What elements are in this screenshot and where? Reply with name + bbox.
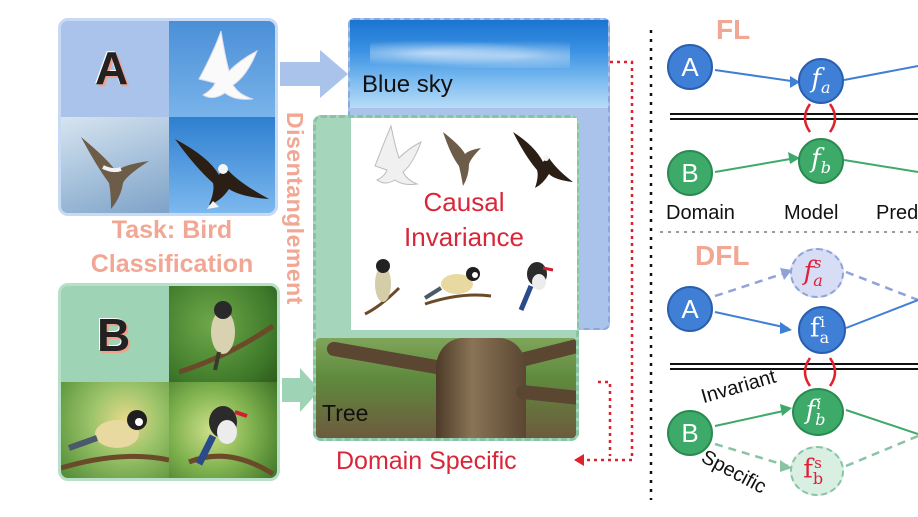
segmented-birds xyxy=(364,124,573,316)
eagle-icon xyxy=(175,139,269,209)
disentanglement-label: Disentanglement xyxy=(282,112,308,305)
domain-a-letter: A xyxy=(95,42,130,94)
dfl-specific-fb-node: fbs xyxy=(790,446,844,496)
causal-label: Causal xyxy=(423,187,505,217)
seg-bulbul-icon xyxy=(364,259,401,316)
bulbul-icon xyxy=(178,301,275,375)
seg-tit-icon xyxy=(423,267,492,306)
fl-label: FL xyxy=(716,14,751,45)
domain-b-panel: B xyxy=(58,283,280,481)
col-model-label: Model xyxy=(784,202,839,224)
bulbul-image xyxy=(169,286,277,382)
arrow-a-to-sky xyxy=(280,50,348,98)
col-domain-label: Domain xyxy=(666,202,735,224)
dfl-invariant-fa-node: fai xyxy=(798,306,846,354)
fl-model-fa-symbol: fa xyxy=(811,64,831,98)
seg-eagle-icon xyxy=(513,132,573,188)
domain-a-letter-cell: A xyxy=(61,21,169,117)
magpie-icon xyxy=(188,406,275,477)
tree-label: Tree xyxy=(322,400,369,426)
dfl-invariant-fb-symbol: fbi xyxy=(805,395,826,429)
magpie-image xyxy=(169,382,277,478)
dfl-specific-fa-symbol: fas xyxy=(803,254,823,290)
task-caption-line2: Classification xyxy=(90,250,254,278)
task-caption-line1: Task: Bird xyxy=(111,216,233,244)
fl-domain-a-node: A xyxy=(667,44,713,90)
seg-dove-icon xyxy=(374,124,422,185)
seg-kite-icon xyxy=(443,132,481,186)
invariance-label: Invariance xyxy=(404,222,524,252)
dfl-invariant-fa-symbol: fai xyxy=(810,313,830,347)
causal-invariance-box xyxy=(351,118,577,330)
fl-model-fb-node: fb xyxy=(798,138,844,184)
dfl-domain-b-letter: B xyxy=(681,417,699,448)
blue-sky-image xyxy=(350,20,608,108)
tree-image xyxy=(316,338,576,438)
fl-domain-a-letter: A xyxy=(681,51,699,82)
tit-image xyxy=(61,382,169,478)
fl-domain-b-letter: B xyxy=(681,157,699,188)
domain-a-panel: A xyxy=(58,18,278,216)
domain-specific-label: Domain Specific xyxy=(336,447,517,475)
blue-sky-label: Blue sky xyxy=(362,71,453,98)
dfl-label: DFL xyxy=(695,240,750,271)
dfl-specific-fa-node: fas xyxy=(790,248,844,298)
col-pred-label: Pred xyxy=(876,202,918,224)
eagle-image xyxy=(169,117,275,213)
domain-b-letter: B xyxy=(97,309,132,361)
dfl-domain-b-node: B xyxy=(667,410,713,456)
fl-domain-b-node: B xyxy=(667,150,713,196)
dfl-domain-a-node: A xyxy=(667,286,713,332)
dove-icon xyxy=(198,30,258,100)
kite-bird-icon xyxy=(81,137,149,209)
kite-image xyxy=(61,117,169,213)
section-divider xyxy=(649,30,653,500)
domain-specific-connector xyxy=(574,60,634,466)
dfl-specific-fb-symbol: fbs xyxy=(803,454,824,488)
fl-model-fb-symbol: fb xyxy=(811,144,831,178)
fl-dfl-diagram xyxy=(660,65,918,472)
dfl-domain-a-letter: A xyxy=(681,293,699,324)
seg-magpie-icon xyxy=(518,262,554,311)
dove-image xyxy=(169,21,275,117)
dfl-invariant-fb-node: fbi xyxy=(792,388,844,436)
tit-icon xyxy=(61,410,169,471)
arrow-b-to-tree xyxy=(282,368,320,412)
domain-b-letter-cell: B xyxy=(61,286,169,382)
fl-model-fa-node: fa xyxy=(798,58,844,104)
